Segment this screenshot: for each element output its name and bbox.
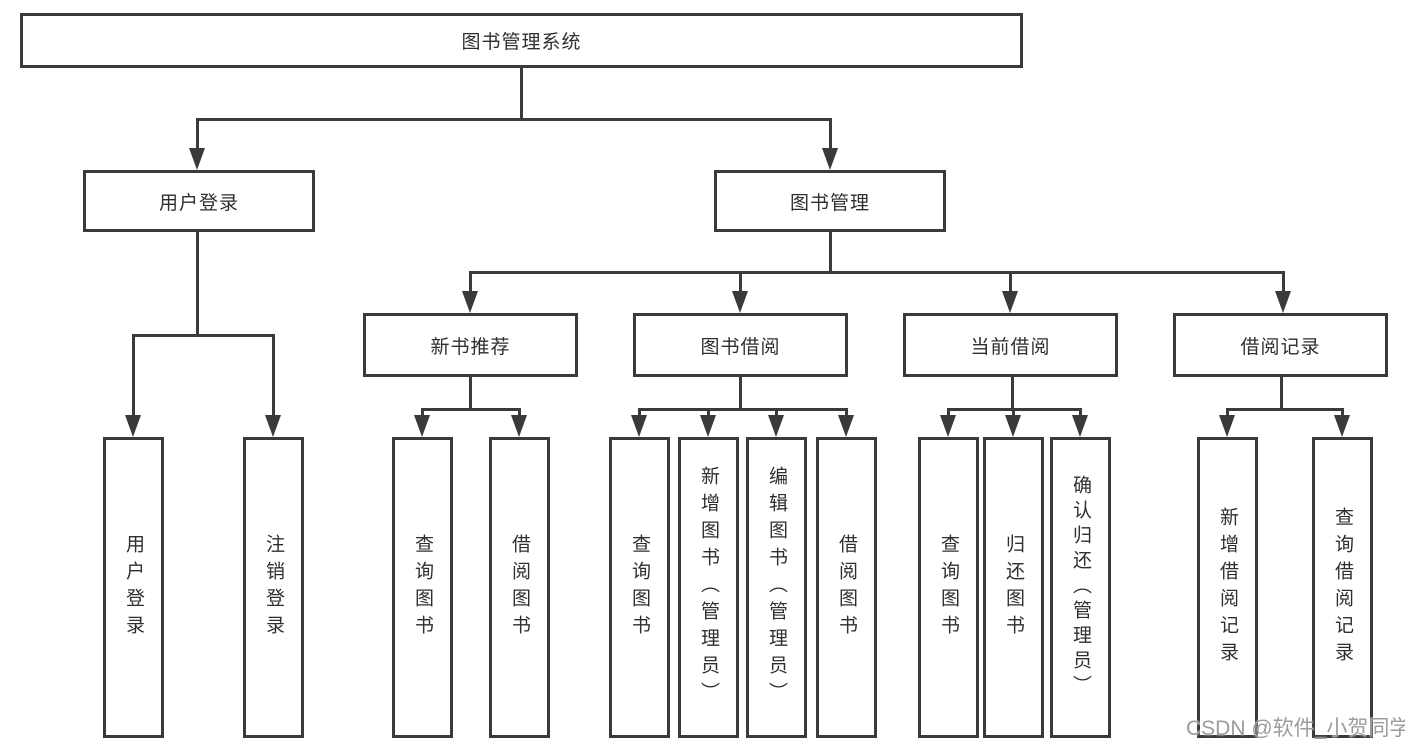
connector-drop-leaf: [1012, 408, 1015, 419]
leaf-user-login: 用户登录: [103, 437, 164, 738]
connector-root-stem: [520, 68, 523, 121]
arrow-down-icon: [1219, 415, 1235, 437]
connector-borrow-record-bar: [1226, 408, 1344, 411]
node-user-login-branch: 用户登录: [83, 170, 315, 232]
arrow-down-icon: [700, 415, 716, 437]
connector-user-login-bar: [132, 334, 275, 337]
node-book-borrowing: 图书借阅: [633, 313, 848, 377]
node-current-borrowing: 当前借阅: [903, 313, 1118, 377]
node-label: 新增借阅记录: [1217, 506, 1238, 669]
connector-drop-leaf: [1079, 408, 1082, 419]
node-borrowing-records: 借阅记录: [1173, 313, 1388, 377]
connector-drop-new-book: [469, 271, 472, 295]
leaf-add-borrow-record: 新增借阅记录: [1197, 437, 1258, 738]
connector-drop-borrow-record: [1282, 271, 1285, 295]
node-label: 用户登录: [123, 533, 144, 642]
leaf-confirm-return-admin: 确认归还（管理员）: [1050, 437, 1111, 738]
connector-drop-leaf: [775, 408, 778, 419]
connector-new-book-stem: [469, 377, 472, 411]
connector-drop-leaf: [845, 408, 848, 419]
node-label: 用户登录: [158, 192, 239, 214]
arrow-down-icon: [838, 415, 854, 437]
node-book-management-branch: 图书管理: [714, 170, 946, 232]
leaf-edit-books-admin: 编辑图书（管理员）: [746, 437, 807, 738]
arrow-down-icon: [189, 148, 205, 170]
node-label: 借阅记录: [1240, 336, 1321, 358]
node-label: 借阅图书: [509, 533, 530, 642]
connector-drop-logout-leaf: [272, 334, 275, 419]
leaf-query-borrow-record: 查询借阅记录: [1312, 437, 1373, 738]
arrow-down-icon: [732, 291, 748, 313]
leaf-add-books-admin: 新增图书（管理员）: [678, 437, 739, 738]
leaf-borrow-books: 借阅图书: [816, 437, 877, 738]
node-label: 当前借阅: [970, 336, 1051, 358]
node-new-book-recommend: 新书推荐: [363, 313, 578, 377]
connector-drop-book-borrow: [739, 271, 742, 295]
node-label: 图书管理系统: [461, 32, 582, 53]
arrow-down-icon: [1334, 415, 1350, 437]
arrow-down-icon: [511, 415, 527, 437]
node-label: 图书管理: [789, 192, 870, 214]
connector-drop-login-leaf: [132, 334, 135, 419]
connector-drop-book-management: [829, 118, 832, 152]
node-label: 图书借阅: [700, 336, 781, 358]
node-label: 查询图书: [629, 533, 650, 642]
connector-drop-leaf: [1226, 408, 1229, 419]
node-label: 新书推荐: [430, 336, 511, 358]
connector-book-borrow-stem: [739, 377, 742, 411]
node-label: 借阅图书: [836, 533, 857, 642]
arrow-down-icon: [125, 415, 141, 437]
node-label: 归还图书: [1003, 533, 1024, 642]
arrow-down-icon: [462, 291, 478, 313]
node-label: 编辑图书（管理员）: [766, 466, 787, 709]
node-label: 确认归还（管理员）: [1070, 475, 1091, 700]
arrow-down-icon: [768, 415, 784, 437]
arrow-down-icon: [1002, 291, 1018, 313]
connector-drop-leaf: [421, 408, 424, 419]
node-label: 查询图书: [938, 533, 959, 642]
connector-drop-leaf: [1341, 408, 1344, 419]
connector-level3-bar: [469, 271, 1285, 274]
connector-drop-user-login: [196, 118, 199, 152]
arrow-down-icon: [265, 415, 281, 437]
connector-book-management-stem: [829, 232, 832, 274]
leaf-query-books-borrowing: 查询图书: [609, 437, 670, 738]
node-label: 查询图书: [412, 533, 433, 642]
leaf-borrow-books-recommend: 借阅图书: [489, 437, 550, 738]
connector-borrow-record-stem: [1280, 377, 1283, 411]
node-library-management-system: 图书管理系统: [20, 13, 1023, 68]
leaf-logout: 注销登录: [243, 437, 304, 738]
connector-drop-leaf: [707, 408, 710, 419]
arrow-down-icon: [1072, 415, 1088, 437]
connector-drop-leaf: [638, 408, 641, 419]
arrow-down-icon: [631, 415, 647, 437]
connector-new-book-bar: [421, 408, 521, 411]
node-label: 注销登录: [263, 533, 284, 642]
leaf-query-books-recommend: 查询图书: [392, 437, 453, 738]
connector-book-borrow-bar: [638, 408, 848, 411]
node-label: 新增图书（管理员）: [698, 466, 719, 709]
connector-current-borrow-stem: [1011, 377, 1014, 411]
leaf-return-books: 归还图书: [983, 437, 1044, 738]
arrow-down-icon: [1275, 291, 1291, 313]
csdn-watermark: CSDN @软件_小贺同学: [1186, 717, 1405, 740]
connector-drop-current-borrow: [1009, 271, 1012, 295]
arrow-down-icon: [1005, 415, 1021, 437]
node-label: 查询借阅记录: [1332, 506, 1353, 669]
arrow-down-icon: [940, 415, 956, 437]
leaf-query-books-current: 查询图书: [918, 437, 979, 738]
connector-drop-leaf: [518, 408, 521, 419]
connector-drop-leaf: [947, 408, 950, 419]
arrow-down-icon: [414, 415, 430, 437]
arrow-down-icon: [822, 148, 838, 170]
connector-user-login-stem: [196, 232, 199, 337]
connector-level2-bar: [196, 118, 832, 121]
